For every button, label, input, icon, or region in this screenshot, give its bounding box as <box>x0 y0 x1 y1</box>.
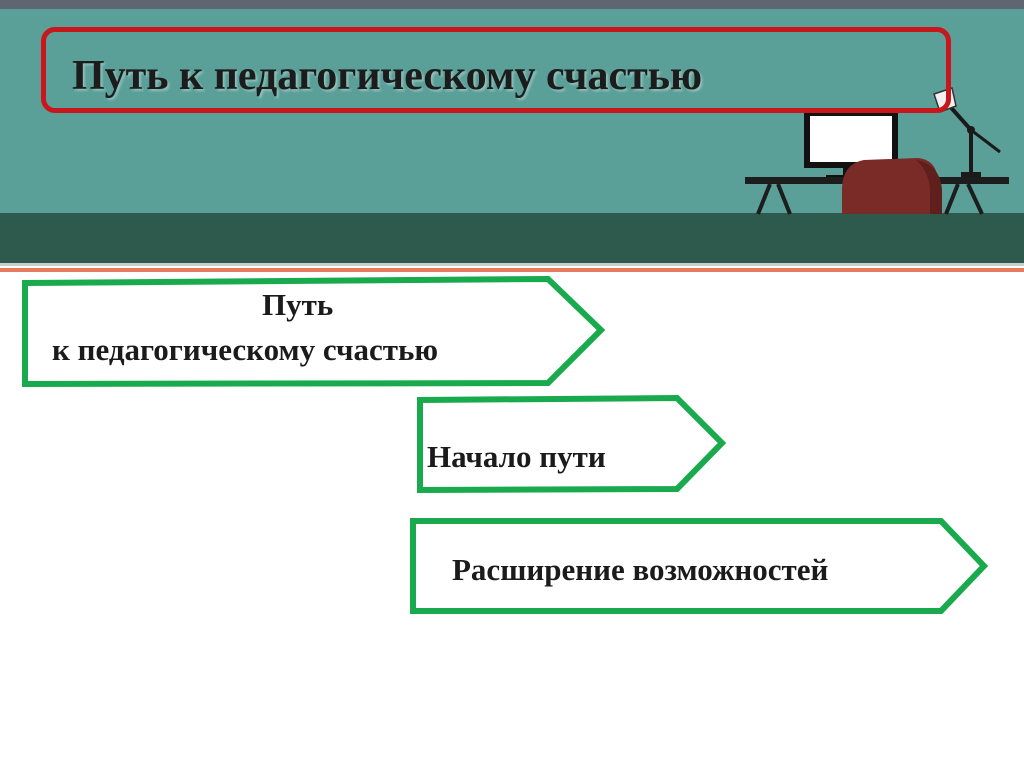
step-2-label: Начало пути <box>427 437 606 477</box>
step-1-label-line1: Путь <box>262 285 333 325</box>
step-1-label-line2: к педагогическому счастью <box>52 330 438 370</box>
step-3-label: Расширение возможностей <box>452 550 828 590</box>
